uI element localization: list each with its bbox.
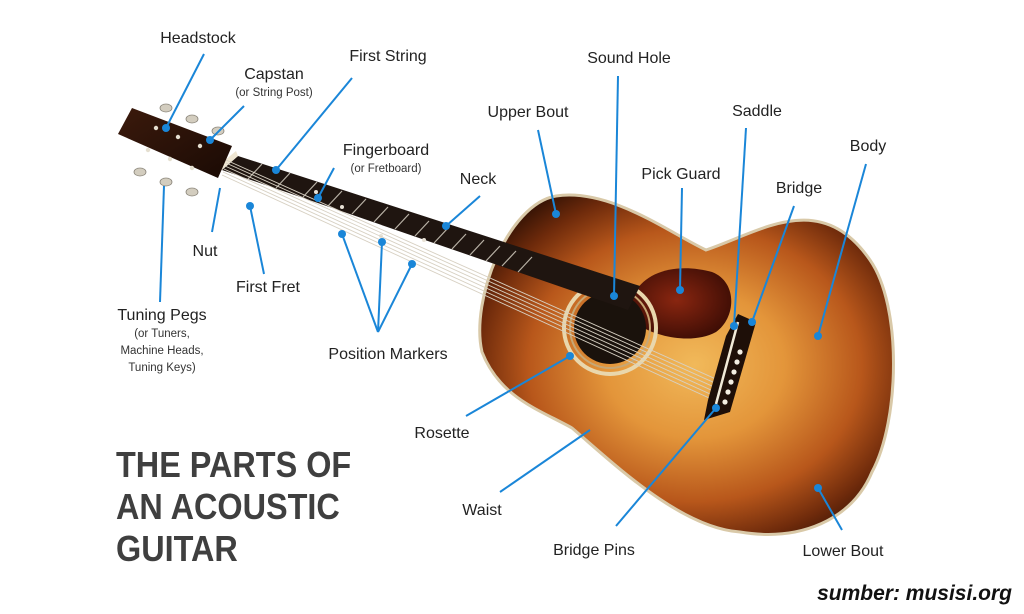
label-fingerboard: Fingerboard (342, 142, 430, 159)
title-line-3: GUITAR (116, 528, 238, 569)
label-pick-guard: Pick Guard (641, 166, 721, 183)
label-rosette: Rosette (414, 425, 470, 442)
label-upper-bout: Upper Bout (487, 104, 569, 121)
label-tuning-pegs-sub-3: Tuning Keys) (128, 362, 196, 374)
label-fingerboard-sub: (or Fretboard) (350, 163, 422, 175)
guitar-body (478, 193, 895, 536)
label-first-fret: First Fret (236, 279, 300, 296)
fretboard-shape (222, 156, 640, 310)
label-capstan: Capstan (244, 66, 304, 83)
label-sound-hole: Sound Hole (587, 50, 671, 67)
label-headstock: Headstock (160, 30, 236, 47)
label-nut: Nut (192, 243, 218, 260)
headstock-shape (118, 108, 232, 178)
label-tuning-pegs-sub-1: (or Tuners, (134, 328, 190, 340)
pointer-lines (159, 53, 867, 531)
label-body: Body (849, 138, 887, 155)
label-capstan-sub: (or String Post) (235, 87, 313, 99)
label-lower-bout: Lower Bout (802, 543, 884, 560)
bridge-shape (704, 314, 756, 420)
source-credit: sumber: musisi.org (817, 582, 1012, 605)
saddle-shape (714, 321, 740, 405)
label-saddle: Saddle (732, 103, 782, 120)
label-first-string: First String (349, 48, 427, 65)
label-tuning-pegs-sub-2: Machine Heads, (120, 345, 204, 357)
diagram-title: THE PARTS OF AN ACOUSTIC GUITAR (116, 444, 352, 570)
label-waist: Waist (462, 502, 502, 519)
label-neck: Neck (459, 171, 497, 188)
title-line-1: THE PARTS OF (116, 444, 352, 485)
label-bridge-pins: Bridge Pins (553, 542, 635, 559)
label-bridge: Bridge (775, 180, 823, 197)
label-position-markers: Position Markers (328, 346, 448, 363)
label-tuning-pegs: Tuning Pegs (117, 307, 207, 324)
title-line-2: AN ACOUSTIC (116, 486, 340, 527)
